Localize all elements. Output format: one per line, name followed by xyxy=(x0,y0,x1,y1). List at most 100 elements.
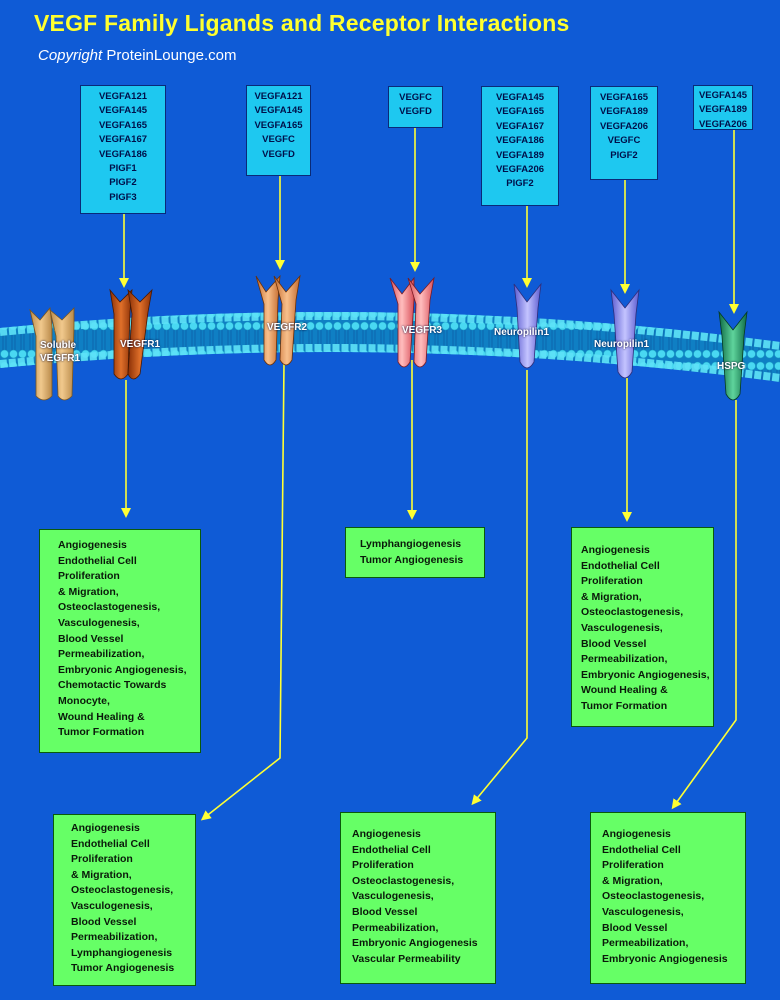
function-item: Embryonic Angiogenesis, xyxy=(58,663,187,676)
vegfr1-receptor xyxy=(109,288,153,380)
function-item: Blood Vessel xyxy=(71,915,137,928)
function-item: Endothelial Cell xyxy=(602,843,681,856)
ligand-item: VEGFA145 xyxy=(698,90,748,101)
copyright-notice: Copyright ProteinLounge.com xyxy=(38,47,236,64)
function-item: Osteoclastogenesis, xyxy=(71,884,174,897)
ligand-item: VEGFA145 xyxy=(98,105,148,117)
ligand-item: VEGFA186 xyxy=(98,148,148,160)
function-item: Proliferation xyxy=(581,575,643,588)
ligand-box-vegfr1: VEGFA121 VEGFA145 VEGFA165 VEGFA167 VEGF… xyxy=(80,85,166,214)
function-item: Endothelial Cell xyxy=(58,554,137,567)
function-item: Blood Vessel xyxy=(581,637,647,650)
vegfr3-receptor xyxy=(389,276,435,368)
vegfr2-receptor xyxy=(255,274,301,366)
function-item: Tumor Angiogenesis xyxy=(360,553,464,566)
ligand-arrows xyxy=(119,128,739,314)
arrow-neuropilin1-a-function xyxy=(471,370,528,806)
function-item: Osteoclastogenesis, xyxy=(352,874,455,887)
function-item: & Migration, xyxy=(602,874,663,887)
function-item: Permeabilization, xyxy=(58,648,145,661)
ligand-item: VEGFD xyxy=(399,106,432,118)
function-item: Osteoclastogenesis, xyxy=(581,606,684,619)
function-item: Proliferation xyxy=(71,853,133,866)
function-box-vegfr1: Angiogenesis Endothelial Cell Proliferat… xyxy=(39,529,201,753)
receptor-label-vegfr2: VEGFR2 xyxy=(267,322,308,333)
function-item: Osteoclastogenesis, xyxy=(602,890,705,903)
ligand-item: VEGFA165 xyxy=(254,119,303,131)
function-item: Angiogenesis xyxy=(602,828,671,840)
function-item: Proliferation xyxy=(602,859,664,872)
ligand-item: VEGFA165 xyxy=(495,106,545,118)
arrow-hspg-function xyxy=(671,400,737,810)
cell-membrane xyxy=(0,311,780,382)
receptor-label-neuropilin1-a: Neuropilin1 xyxy=(494,327,550,338)
copyright-label: Copyright xyxy=(38,47,103,64)
receptor-label-neuropilin1-b: Neuropilin1 xyxy=(594,339,650,350)
function-item: Tumor Formation xyxy=(581,699,668,712)
arrow-vegfr2-function xyxy=(200,361,285,821)
function-item: & Migration, xyxy=(58,585,119,598)
ligand-box-neuropilin1-b: VEGFA165 VEGFA189 VEGFA206 VEGFC PIGF2 xyxy=(590,86,658,180)
ligand-box-vegfr2: VEGFA121 VEGFA145 VEGFA165 VEGFC VEGFD xyxy=(246,85,311,176)
ligand-item: VEGFA165 xyxy=(599,92,649,103)
function-item: Lymphangiogenesis xyxy=(71,946,173,959)
function-item: Blood Vessel xyxy=(352,905,418,918)
ligand-item: VEGFC xyxy=(399,92,432,103)
ligand-item: PIGF2 xyxy=(610,149,638,161)
ligand-item: PIGF2 xyxy=(109,177,137,189)
ligand-item: PIGF2 xyxy=(506,178,534,190)
function-item: Blood Vessel xyxy=(602,921,668,934)
soluble-vegfr1-receptor xyxy=(29,307,75,401)
receptor-label-soluble-vegfr1: Soluble VEGFR1 xyxy=(40,340,81,364)
receptor-label-vegfr1: VEGFR1 xyxy=(120,339,161,350)
function-item: Embryonic Angiogenesis xyxy=(602,952,728,965)
ligand-item: VEGFA165 xyxy=(98,119,148,131)
function-item: Embryonic Angiogenesis xyxy=(352,937,478,950)
ligand-item: VEGFA167 xyxy=(98,134,148,146)
ligand-item: PIGF3 xyxy=(109,191,137,203)
function-item: & Migration, xyxy=(71,868,132,881)
function-item: Wound Healing & xyxy=(58,710,145,723)
ligand-item: VEGFA189 xyxy=(599,106,649,118)
ligand-item: VEGFA189 xyxy=(495,149,545,161)
function-item: Lymphangiogenesis xyxy=(360,538,462,550)
ligand-item: VEGFA186 xyxy=(495,135,545,147)
function-item: Endothelial Cell xyxy=(352,843,431,856)
receptor-label-hspg: HSPG xyxy=(717,361,746,372)
function-item: Angiogenesis xyxy=(71,822,140,834)
ligand-item: VEGFA206 xyxy=(698,118,748,130)
ligand-item: VEGFA206 xyxy=(495,164,545,176)
function-item: Vasculogenesis, xyxy=(58,616,140,629)
function-item: Chemotactic Towards xyxy=(58,679,167,692)
function-item: Endothelial Cell xyxy=(581,559,660,572)
function-item: Permeabilization, xyxy=(581,653,668,666)
function-item: Proliferation xyxy=(58,570,120,583)
function-item: & Migration, xyxy=(581,590,642,603)
function-item: Permeabilization, xyxy=(602,937,689,950)
function-item: Wound Healing & xyxy=(581,684,668,697)
function-item: Permeabilization, xyxy=(71,931,158,944)
function-item: Vasculogenesis, xyxy=(352,890,434,903)
ligand-item: VEGFA121 xyxy=(98,91,148,102)
function-item: Endothelial Cell xyxy=(71,837,150,850)
neuropilin1-b-receptor xyxy=(610,288,640,379)
ligand-item: VEGFD xyxy=(262,148,295,160)
ligand-item: VEGFA189 xyxy=(698,104,748,116)
ligand-box-neuropilin1-a: VEGFA145 VEGFA165 VEGFA167 VEGFA186 VEGF… xyxy=(481,86,559,206)
function-box-hspg: Angiogenesis Endothelial Cell Proliferat… xyxy=(590,812,746,984)
ligand-item: VEGFA121 xyxy=(254,91,303,102)
ligand-item: VEGFA145 xyxy=(495,92,545,103)
function-item: Tumor Angiogenesis xyxy=(71,962,175,975)
function-item: Angiogenesis xyxy=(581,544,650,556)
function-arrows xyxy=(121,360,737,821)
function-item: Blood Vessel xyxy=(58,632,124,645)
ligand-box-vegfr3: VEGFC VEGFD xyxy=(388,86,443,128)
hspg-receptor xyxy=(718,310,748,401)
function-item: Monocyte, xyxy=(58,694,110,707)
copyright-site: ProteinLounge.com xyxy=(106,47,237,64)
function-box-neuropilin1-b: Angiogenesis Endothelial Cell Proliferat… xyxy=(571,527,714,727)
function-box-vegfr2: Angiogenesis Endothelial Cell Proliferat… xyxy=(53,814,196,986)
function-item: Proliferation xyxy=(352,859,414,872)
receptor-label-vegfr3: VEGFR3 xyxy=(402,325,443,336)
